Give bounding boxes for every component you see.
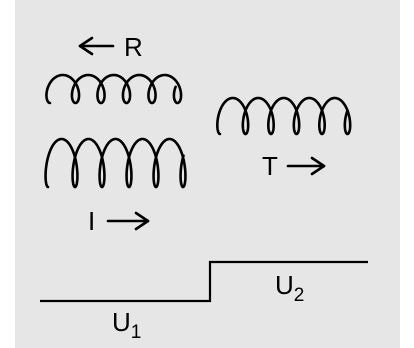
- transmitted-wave-packet: [216, 96, 352, 136]
- diagram-background: [15, 0, 400, 348]
- arrow-right-icon: [286, 156, 326, 176]
- incident-label: I: [88, 206, 95, 236]
- potential-left-sub: 1: [131, 322, 142, 343]
- arrow-left-icon: [78, 36, 115, 56]
- reflected-wave-packet: [45, 73, 183, 105]
- potential-left-label: U1: [112, 307, 141, 343]
- arrow-right-icon: [106, 211, 150, 231]
- incident-label-group: I: [88, 206, 150, 236]
- incident-wave-packet: [44, 137, 187, 189]
- reflected-label-group: R: [78, 32, 143, 62]
- potential-right-main: U: [275, 270, 294, 300]
- transmitted-label-group: T: [262, 151, 326, 181]
- reflected-label: R: [124, 32, 143, 62]
- potential-left-main: U: [112, 307, 131, 337]
- transmitted-label: T: [262, 151, 278, 181]
- potential-step-line: [40, 260, 368, 303]
- potential-right-label: U2: [275, 270, 304, 306]
- potential-right-sub: 2: [294, 285, 305, 306]
